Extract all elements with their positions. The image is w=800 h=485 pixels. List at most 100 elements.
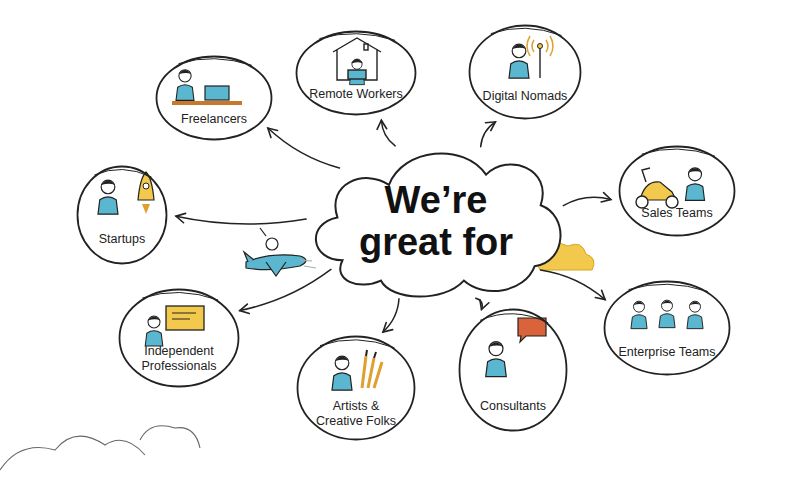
arrowhead (268, 128, 278, 137)
freelancer-icon (172, 70, 242, 103)
arrow-connector (240, 269, 331, 313)
house-icon (333, 38, 381, 85)
arrow-connector (383, 299, 399, 332)
connector-line (176, 216, 306, 224)
background-cloud (0, 426, 200, 470)
sketch-stroke (480, 314, 548, 323)
nomad-icon-part (539, 48, 540, 78)
startup-icon (98, 172, 154, 214)
circle-outline (157, 57, 272, 140)
scooter-icon-part (685, 168, 704, 201)
audience-label: Artists & Creative Folks (311, 399, 401, 429)
startup-icon-part (98, 180, 118, 214)
nomad-icon-part (509, 44, 529, 78)
arrow-connector (268, 128, 340, 168)
airplane-illustration-part (300, 260, 316, 268)
connector-line (240, 269, 331, 310)
team-icon-part (687, 301, 703, 329)
nomad-icon (509, 36, 553, 78)
team-icon-part (659, 300, 675, 328)
airplane-illustration-part (266, 238, 278, 250)
circle-outline (298, 337, 415, 440)
arrow-connector (377, 120, 395, 146)
node-outline (468, 24, 582, 120)
audience-label: Consultants (480, 399, 546, 414)
scooter-icon (636, 168, 705, 208)
sketch-stroke (491, 28, 562, 35)
airplane-illustration (244, 228, 316, 276)
audience-label: Enterprise Teams (618, 345, 715, 360)
node-outline (603, 280, 731, 376)
team-icon (631, 300, 703, 329)
freelancer-icon-part (205, 86, 229, 100)
circle-node: Remote Workers (295, 30, 417, 116)
artist-icon-part (366, 350, 376, 358)
sketch-stroke (319, 34, 395, 41)
node-outline (618, 145, 736, 237)
freelancer-icon-part (172, 101, 242, 105)
circle-outline (78, 167, 167, 264)
sketch-stroke (642, 149, 715, 156)
arrow-connector (176, 213, 306, 224)
circle-outline (297, 32, 416, 115)
board-icon-part (166, 306, 204, 330)
connector-line (383, 299, 399, 332)
house-icon-part (348, 70, 366, 79)
audience-label: Freelancers (181, 112, 247, 127)
circle-node: Startups (76, 165, 168, 265)
sketch-stroke (94, 169, 151, 177)
cloud-node: We’re great for (302, 138, 570, 306)
node-outline (458, 308, 568, 432)
arrow-connector (540, 270, 605, 300)
circle-node: Digital Nomads (468, 24, 582, 120)
airplane-illustration-part (244, 252, 254, 262)
arrowhead (383, 323, 393, 332)
audience-label: Remote Workers (309, 87, 403, 102)
consultant-icon-part (486, 342, 507, 377)
arrowhead (485, 122, 495, 131)
board-icon-part (172, 313, 196, 319)
node-outline (295, 30, 417, 116)
startup-icon-part (143, 183, 149, 189)
cloud-outline (316, 153, 561, 296)
audience-label: Sales Teams (641, 206, 712, 221)
circle-node: Artists & Creative Folks (296, 335, 416, 441)
arrow-connector (563, 193, 611, 206)
node-outline (155, 55, 273, 141)
startup-icon-part (138, 172, 154, 200)
circle-outline (460, 310, 567, 431)
consultant-icon (486, 318, 546, 377)
arrowhead (176, 213, 186, 222)
airplane-illustration-part (260, 228, 266, 236)
scooter-icon-part (642, 168, 650, 182)
house-icon-part (364, 44, 368, 50)
arrow-connector (476, 298, 489, 309)
audience-label: Startups (99, 232, 146, 247)
freelancer-icon-part (176, 70, 194, 101)
circle-outline (620, 147, 735, 236)
arrowhead (595, 290, 605, 299)
connector-line (268, 128, 340, 168)
audience-label: Independent Professionals (133, 344, 225, 374)
team-icon-part (631, 301, 647, 329)
board-icon (145, 306, 204, 346)
artist-icon (332, 350, 382, 390)
circle-node: Independent Professionals (118, 288, 240, 388)
sketch-stroke (142, 292, 218, 300)
arrowhead (240, 304, 250, 313)
nomad-icon-part (538, 44, 543, 49)
circle-node: Sales Teams (618, 145, 736, 237)
consultant-icon-part (518, 318, 546, 342)
arrow-connector (481, 122, 496, 147)
sketch-stroke (320, 340, 394, 348)
sketch-stroke (179, 59, 252, 66)
artist-icon-part (332, 356, 352, 390)
circle-node: Enterprise Teams (603, 280, 731, 376)
startup-icon-part (142, 204, 150, 214)
airplane-illustration-part (266, 262, 286, 276)
nomad-icon-part (527, 36, 553, 56)
arrowhead (377, 120, 387, 129)
board-icon-part (145, 316, 163, 346)
arrowhead (601, 193, 611, 202)
